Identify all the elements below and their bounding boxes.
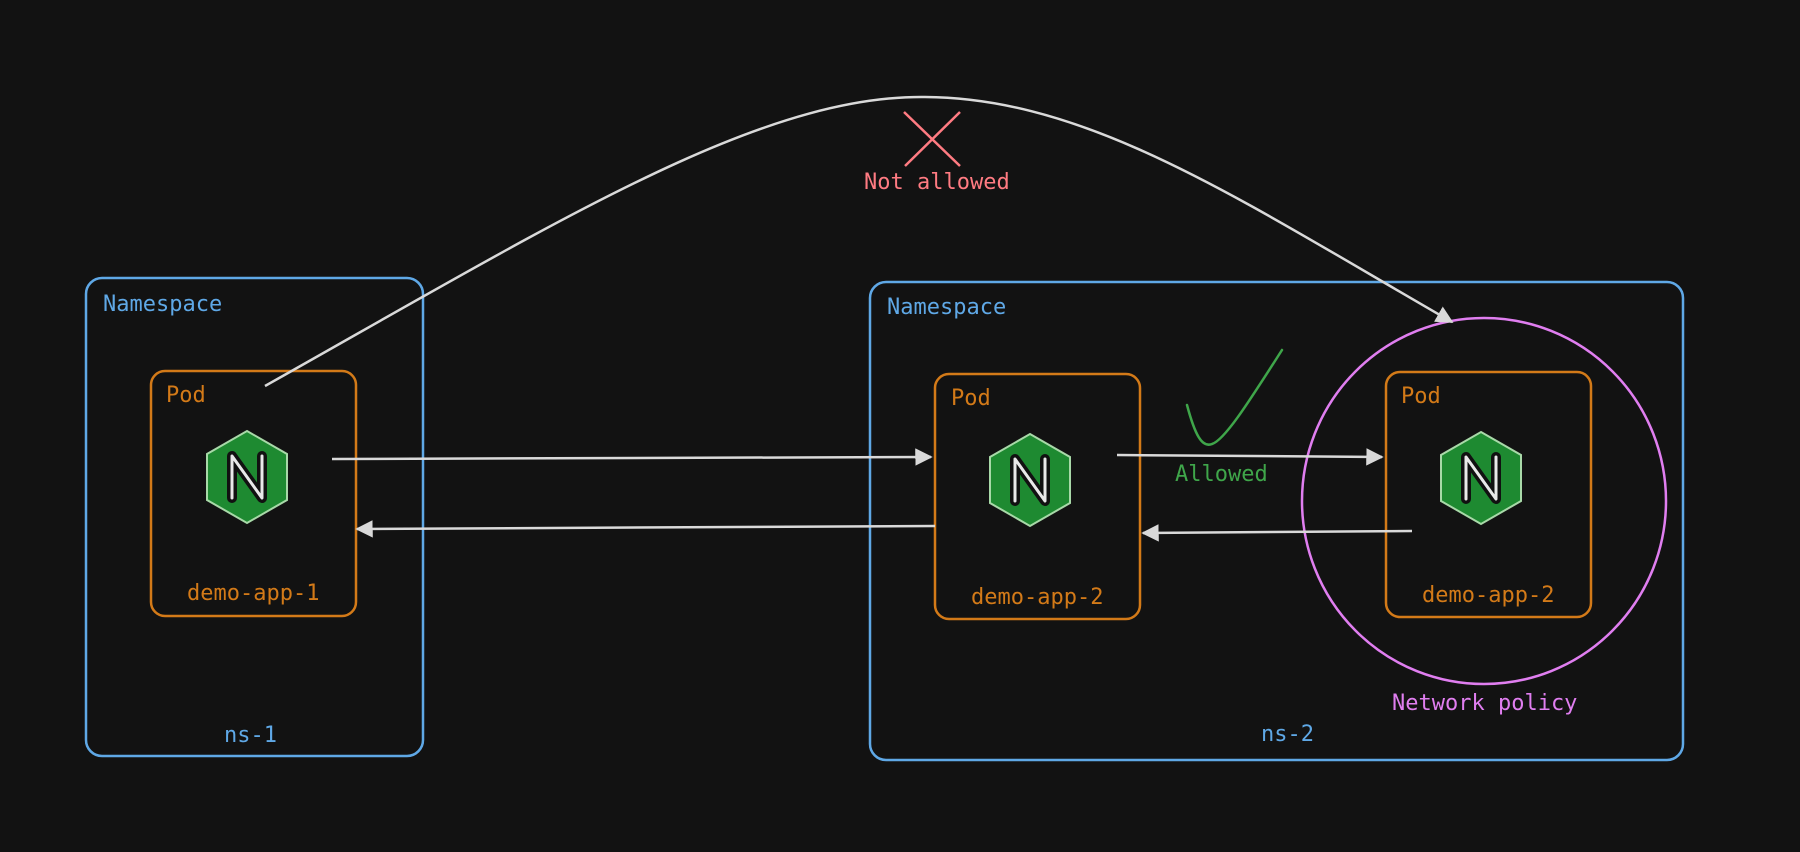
namespace-box-ns-2	[868, 280, 1685, 762]
pod-name-3: demo-app-2	[1422, 583, 1555, 608]
denied-cross-icon	[903, 111, 961, 167]
denied-label: Not allowed	[864, 170, 1010, 195]
pod-name-1: demo-app-1	[187, 581, 320, 606]
namespace-box-ns-1	[84, 276, 425, 758]
pod-title-3: Pod	[1401, 384, 1441, 409]
nginx-icon	[206, 429, 288, 525]
namespace-title-ns-1: Namespace	[103, 292, 223, 317]
namespace-name-ns-1: ns-1	[224, 723, 277, 748]
pod-title-1: Pod	[166, 383, 206, 408]
pod-box-demo-app-2-b	[1384, 370, 1593, 619]
network-policy-circle	[1300, 316, 1668, 686]
pod-title-2: Pod	[951, 386, 991, 411]
allowed-check-icon	[1185, 348, 1284, 446]
denied-connection-arrow	[264, 95, 1454, 388]
pod-box-demo-app-1	[149, 369, 358, 618]
namespace-title-ns-2: Namespace	[887, 295, 1007, 320]
network-policy-label: Network policy	[1392, 691, 1578, 716]
pod-box-demo-app-2-a	[933, 372, 1142, 621]
arrow-app2b-to-app2a	[1141, 524, 1413, 542]
arrow-app2a-to-app2b	[1116, 448, 1384, 466]
arrow-app1-to-app2	[331, 448, 933, 466]
namespace-name-ns-2: ns-2	[1261, 722, 1314, 747]
arrow-app2-to-app1	[355, 520, 936, 538]
allowed-label: Allowed	[1175, 462, 1268, 487]
pod-name-2: demo-app-2	[971, 585, 1104, 610]
nginx-icon	[989, 432, 1071, 528]
nginx-icon	[1440, 430, 1522, 526]
